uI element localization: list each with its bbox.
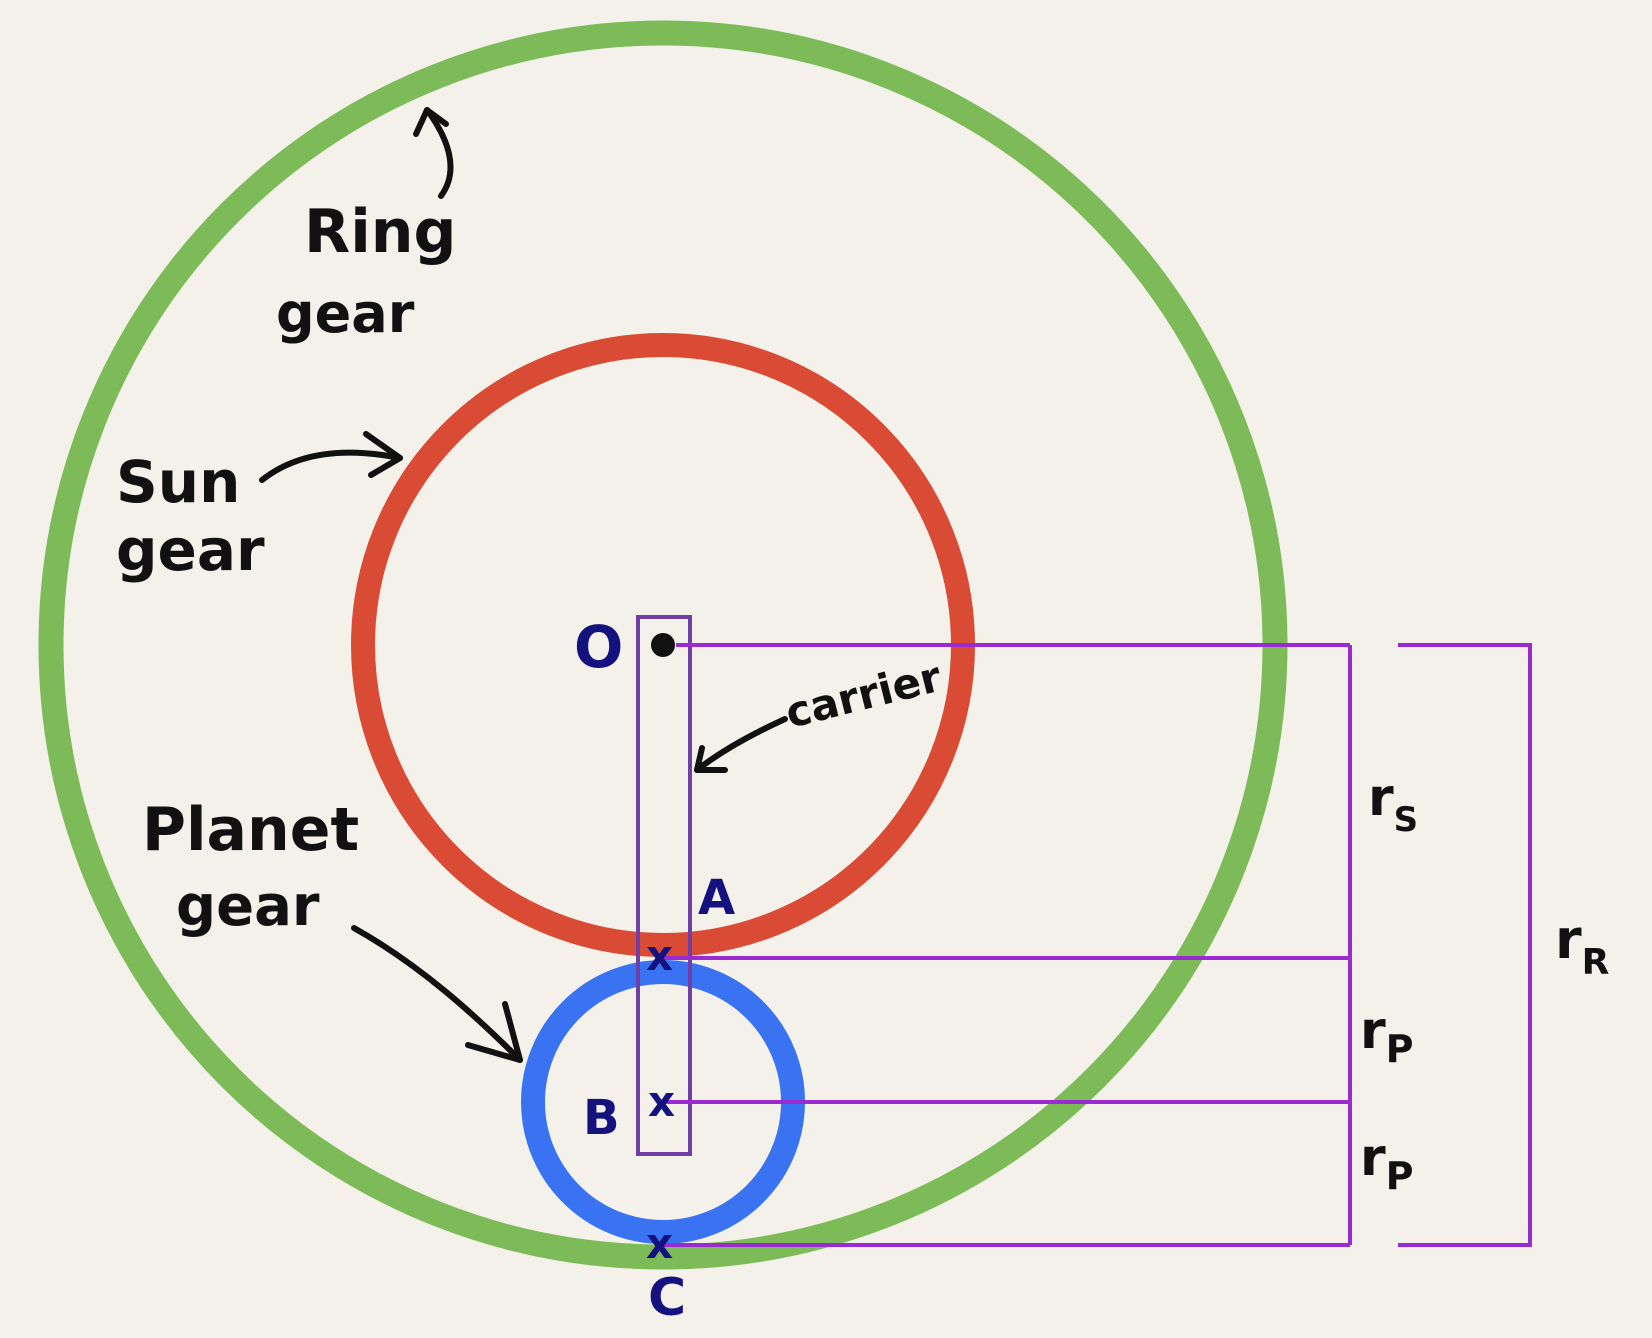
point-b-label: B [583,1090,620,1146]
radius-labels: rS rP rP rR [1360,768,1609,1198]
carrier-arm [636,615,692,1156]
dimension-lines [663,643,1532,1247]
component-labels: Ring gear Sun gear Planet gear carrier [116,197,946,939]
planet-gear-label-line2: gear [176,874,320,939]
sun-gear-label-line2: gear [116,516,265,584]
sun-gear-arrowhead [363,431,403,478]
radius-p-upper-label: rP [1360,1001,1414,1071]
point-c-mark: x [646,1219,673,1268]
point-o-label: O [574,613,623,681]
point-a-mark: x [646,931,673,980]
radius-r-label: rR [1555,908,1609,983]
sun-gear-label-line1: Sun [116,448,240,516]
ring-gear-label-line2: gear [276,282,415,345]
sun-gear-arrow [259,449,403,483]
annotation-arrows [259,107,788,1063]
center-point-o [651,633,675,657]
point-c-label: C [648,1268,686,1328]
radius-p-lower-label: rP [1360,1128,1414,1198]
ring-gear-arrowhead [413,107,449,137]
carrier-arrow [694,716,788,773]
dimension-ring-bracket [1398,643,1532,1247]
point-a-label: A [698,870,735,926]
carrier-arrowhead [694,745,728,773]
ring-gear-label-line1: Ring [304,197,456,267]
point-b-mark: x [648,1077,675,1126]
planet-gear-arrow [351,925,523,1063]
ring-gear-arrow [424,107,454,199]
point-labels: O A B C x x x [574,613,735,1328]
radius-s-label: rS [1368,768,1418,840]
planet-gear-arrowhead [465,1001,523,1063]
planet-gear-label-line1: Planet [142,795,359,865]
